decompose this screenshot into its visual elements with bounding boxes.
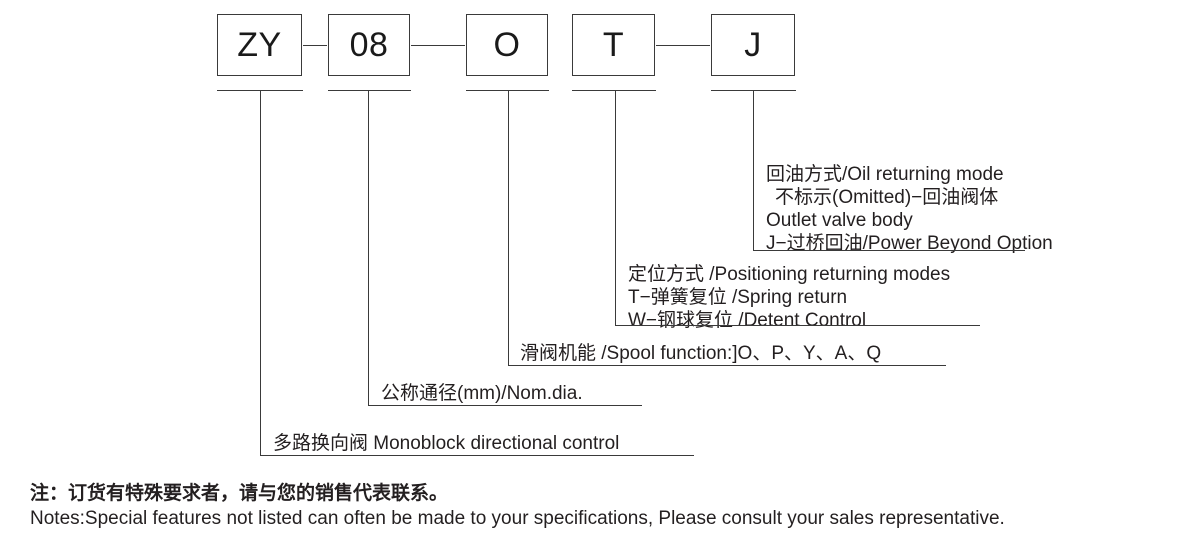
code-box-positioning-mode: T [572,14,655,76]
callout-underline-oil-returning-mode [753,250,1025,251]
callout-nominal-diameter: 公称通径(mm)/Nom.dia. [381,382,583,405]
leader-stem-oil-returning-mode [753,90,754,251]
notes-english: Notes:Special features not listed can of… [30,508,1005,529]
callout-underline-positioning-mode [615,325,980,326]
callout-spool-function: 滑阀机能 /Spool function:]O、P、Y、A、Q [520,342,881,365]
callout-line: 滑阀机能 /Spool function:]O、P、Y、A、Q [520,343,882,364]
callout-line: 定位方式 /Positioning returning modes [628,264,951,285]
callout-line: W−钢球复位 /Detent Control [628,310,867,331]
leader-bar-nominal-diameter [328,90,411,91]
callout-line: J−过桥回油/Power Beyond Option [766,233,1053,254]
callout-positioning-mode: 定位方式 /Positioning returning modes T−弹簧复位… [628,263,950,332]
callout-line: T−弹簧复位 /Spring return [628,287,848,308]
callout-underline-spool-function [508,365,946,366]
connector-series-to-diameter [303,45,327,46]
callout-line: 多路换向阀 Monoblock directional control [273,433,620,454]
code-box-series: ZY [217,14,302,76]
code-box-oil-returning-mode: J [711,14,795,76]
callout-oil-returning-mode: 回油方式/Oil returning mode 不标示(Omitted)−回油阀… [766,163,1053,255]
callout-line: 不标示(Omitted)−回油阀体 [775,187,999,208]
callout-underline-nominal-diameter [368,405,642,406]
leader-bar-spool-function [466,90,549,91]
callout-line: Outlet valve body [766,210,913,231]
code-box-nominal-diameter: 08 [328,14,410,76]
connector-diameter-to-spool [411,45,465,46]
callout-line: 公称通径(mm)/Nom.dia. [381,383,583,404]
leader-bar-positioning-mode [572,90,656,91]
leader-stem-nominal-diameter [368,90,369,406]
callout-series-code: 多路换向阀 Monoblock directional control [273,432,619,455]
leader-stem-spool-function [508,90,509,366]
leader-stem-positioning-mode [615,90,616,326]
callout-underline-series-code [260,455,694,456]
leader-stem-series [260,90,261,456]
code-box-spool-function: O [466,14,548,76]
callout-line: 回油方式/Oil returning mode [766,164,1004,185]
connector-positioning-to-oil [656,45,710,46]
notes-chinese: 注：订货有特殊要求者，请与您的销售代表联系。 [30,483,449,504]
